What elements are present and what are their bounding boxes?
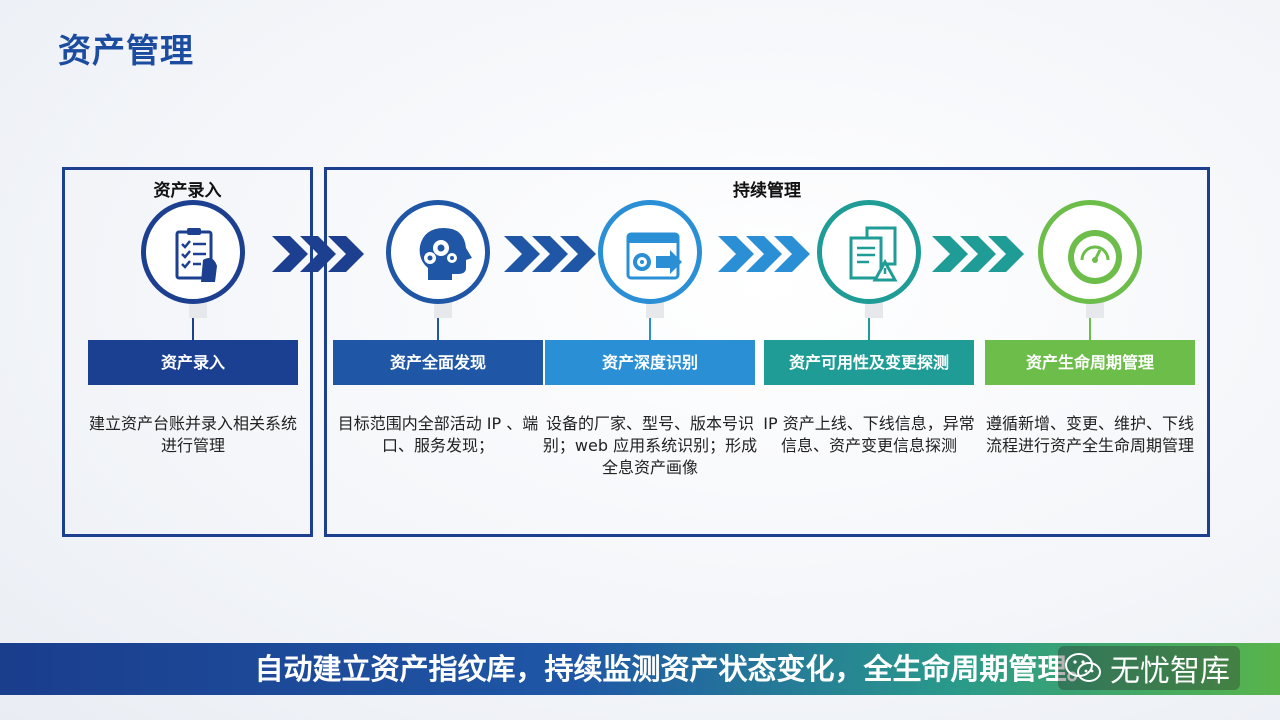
continuous-management-group: 持续管理 — [324, 167, 1210, 537]
step-connector — [192, 304, 194, 340]
step-label: 资产录入 — [88, 340, 298, 385]
step-description: 设备的厂家、型号、版本号识别；web 应用系统识别；形成全息资产画像 — [542, 414, 758, 477]
step-description: IP 资产上线、下线信息，异常信息、资产变更信息探测 — [763, 414, 975, 455]
step-label: 资产可用性及变更探测 — [764, 340, 974, 385]
asset-entry-group-title: 资产录入 — [153, 181, 222, 201]
step-connector — [437, 304, 439, 340]
window-arrow-icon — [626, 232, 682, 280]
step-circle — [141, 200, 245, 304]
wechat-icon — [1065, 653, 1101, 682]
watermark: 无忧智库 — [1058, 646, 1240, 690]
checklist-icon — [175, 228, 217, 282]
step-label: 资产全面发现 — [333, 340, 543, 385]
step-circle — [386, 200, 490, 304]
step-connector — [1089, 304, 1091, 340]
step-circle — [817, 200, 921, 304]
step-connector — [868, 304, 870, 340]
step-description: 目标范围内全部活动 IP 、端口、服务发现； — [337, 414, 539, 455]
documents-alert-icon — [849, 226, 898, 282]
step-description: 遵循新增、变更、维护、下线流程进行资产全生命周期管理 — [985, 414, 1194, 455]
step-connector — [649, 304, 651, 340]
gauge-icon — [1068, 230, 1122, 284]
asset-entry-group: 资产录入 — [62, 167, 313, 537]
step-label: 资产深度识别 — [545, 340, 755, 385]
watermark-text: 无忧智库 — [1110, 654, 1230, 689]
chevron-arrows-icon — [272, 236, 364, 272]
page-title: 资产管理 — [58, 31, 194, 70]
summary-banner-text: 自动建立资产指纹库，持续监测资产状态变化，全生命周期管理。 — [254, 652, 1096, 686]
step-label: 资产生命周期管理 — [985, 340, 1195, 385]
summary-banner: 自动建立资产指纹库，持续监测资产状态变化，全生命周期管理。 — [0, 643, 1280, 695]
chevron-arrows-icon — [932, 236, 1024, 272]
chevron-arrows-icon — [718, 236, 810, 272]
chevron-arrows-icon — [504, 236, 596, 272]
continuous-management-group-title: 持续管理 — [733, 181, 801, 201]
head-gears-icon — [419, 228, 472, 280]
step-circle — [1038, 200, 1142, 304]
step-circle — [598, 200, 702, 304]
step-description: 建立资产台账并录入相关系统进行管理 — [88, 414, 297, 455]
